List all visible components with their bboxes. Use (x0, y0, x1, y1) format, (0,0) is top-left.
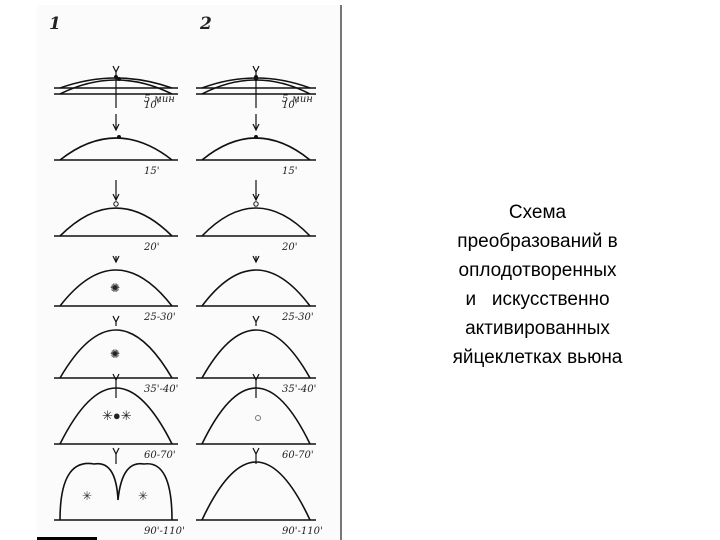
arrow-head (252, 447, 260, 456)
stage-time-label: 25-30' (281, 312, 314, 323)
stage-time-label: 90'-110' (282, 526, 323, 537)
pronucleus-mark (117, 135, 121, 139)
stage-time-label: 15' (282, 166, 297, 177)
pronucleus-mark (117, 77, 121, 81)
egg-dome (59, 79, 173, 95)
arrow-head (252, 315, 260, 324)
aster-mark: ✺ (110, 281, 120, 295)
blastomeres-outline (59, 462, 173, 521)
stage-time-label: 10' (282, 100, 297, 111)
egg-dome (59, 207, 173, 237)
egg-dome (59, 387, 173, 445)
column-number: 1 (49, 14, 61, 34)
stage-time-label: 35'-40' (282, 384, 316, 395)
arrow-head (112, 255, 120, 264)
arrow-head (112, 65, 120, 74)
aster-mark: ✺ (110, 347, 120, 361)
pronucleus-mark (254, 77, 258, 81)
stage-time-label: 20' (281, 242, 297, 253)
pronucleus-mark (113, 201, 119, 207)
spindle-mark: ✳●✳ (102, 408, 132, 423)
egg-dome (201, 387, 311, 445)
stage-time-label: 60-70' (144, 450, 176, 461)
egg-dome (201, 461, 311, 521)
pronucleus-mark (253, 201, 259, 207)
egg-dome (201, 329, 311, 379)
caption-line: и искусственно (465, 289, 610, 310)
stage-time-label: 10' (144, 100, 159, 111)
caption-line: преобразований в (457, 231, 618, 252)
egg-dome (201, 207, 311, 237)
stage-time-label: 5 мин (144, 94, 175, 105)
stage-time-label: 90'-110' (144, 526, 185, 537)
stage-time-label: 15' (144, 166, 159, 177)
arrow-head (112, 373, 120, 382)
caption: Схема преобразований в оплодотворенных и… (415, 198, 660, 372)
pronucleus-mark (254, 135, 258, 139)
arrow-head (112, 315, 120, 324)
egg-dome (59, 269, 173, 307)
arrow-head (252, 65, 260, 74)
arrow-head (112, 123, 120, 132)
figure-bottom-bar (37, 537, 97, 540)
stage-time-label: 5 мин (282, 94, 313, 105)
nucleus-mark (255, 415, 261, 421)
caption-line: яйцеклетках вьюна (452, 347, 623, 368)
arrow-head (252, 123, 260, 132)
egg-dome (201, 269, 311, 307)
stage-time-label: 20' (143, 242, 159, 253)
caption-line: Схема (508, 202, 567, 223)
stage-time-label: 35'-40' (144, 384, 178, 395)
arrow-head (252, 373, 260, 382)
nucleus-mark: ✳ (138, 489, 148, 503)
figure-edge (340, 5, 342, 540)
egg-dome (59, 329, 173, 379)
nucleus-mark: ✳ (82, 489, 92, 503)
caption-line: активированных (465, 318, 610, 339)
egg-dome (201, 137, 311, 161)
arrow-head (112, 193, 120, 202)
column-number: 2 (199, 14, 212, 34)
caption-line: оплодотворенных (458, 260, 617, 281)
stages-drawing: 15 мин10'15'20'✺25-30'✺35'-40'✳●✳60-70'✳… (49, 14, 323, 537)
stage-time-label: 25-30' (143, 312, 176, 323)
arrow-head (112, 447, 120, 456)
arrow-head (252, 255, 260, 264)
stage-time-label: 60-70' (282, 450, 314, 461)
egg-dome (59, 137, 173, 161)
arrow-head (252, 193, 260, 202)
